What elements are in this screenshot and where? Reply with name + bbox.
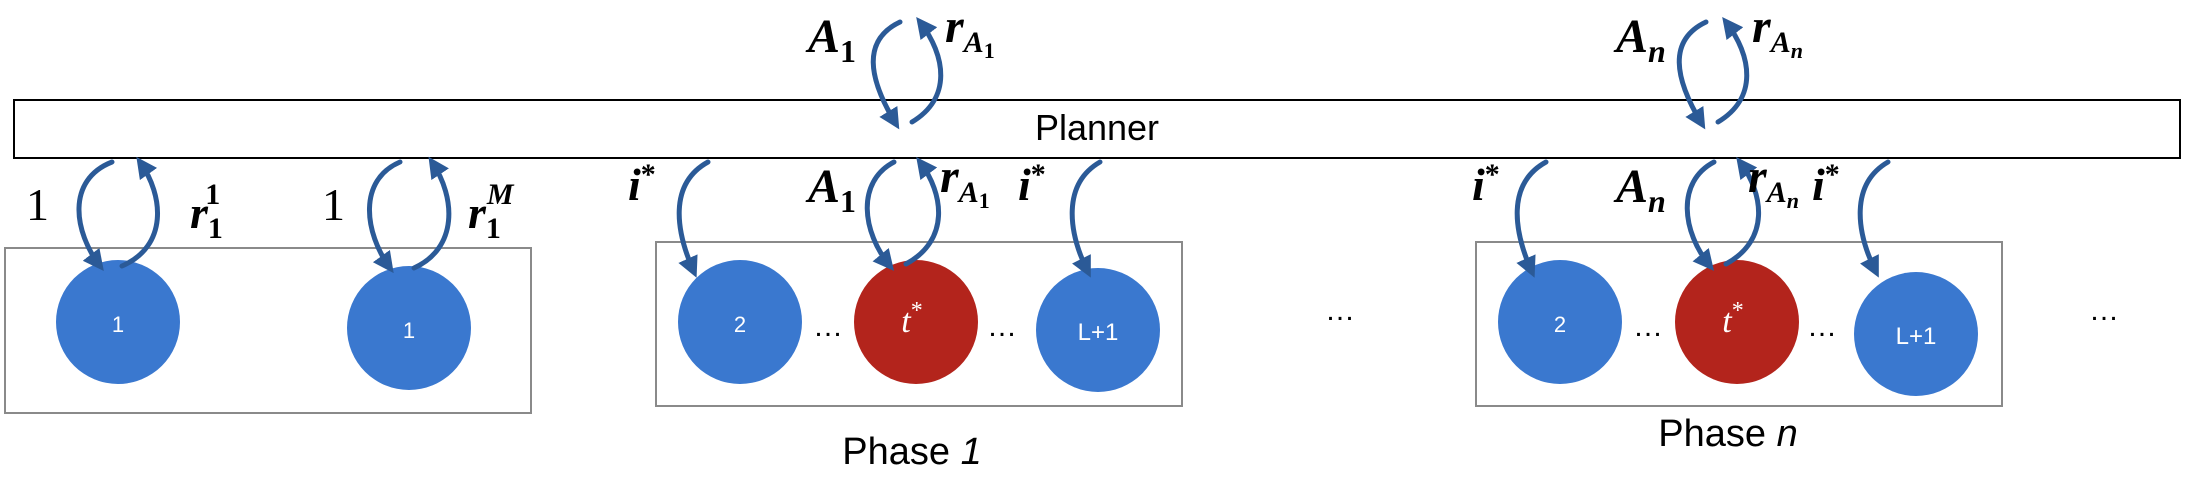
phasen-r-label: rAn (1748, 150, 1799, 213)
arrow-group0-left-out (119, 156, 160, 269)
arrow-planner-to-ran (1715, 16, 1750, 125)
arrow-phasen-right-in (1857, 159, 1891, 278)
svg-text:An: An (1613, 10, 1666, 69)
planner-label: Planner (1035, 107, 1159, 148)
planner-box (13, 99, 2181, 159)
group0-node-left-label: 1 (112, 312, 124, 337)
top-label-a1: A1 rA1 (805, 0, 995, 69)
arrow-group0-right-in (367, 159, 403, 274)
phase1-ellipsis-left: … (813, 310, 843, 343)
svg-text:rA1: rA1 (945, 0, 995, 63)
svg-text:rAn: rAn (1752, 0, 1803, 63)
arrow-phasen-an-in (1684, 159, 1717, 271)
phase1-node-t-star (854, 260, 978, 384)
trailing-ellipsis: … (2089, 294, 2119, 327)
phasen-ellipsis-left: … (1633, 310, 1663, 343)
phase1-box (655, 241, 1183, 407)
phase1-caption: Phase 1 (842, 431, 981, 473)
phase1-r-label: rA1 (940, 150, 990, 213)
phasen-node-l-plus-1 (1854, 272, 1978, 396)
group0-left-input-label: 1 (26, 179, 49, 230)
phase1-node-l-plus-1 (1036, 268, 1160, 392)
group0-left-output-label: r11 (190, 178, 222, 245)
phasen-input-left-label: i* (1472, 158, 1500, 210)
phase1-node-l-plus-1-label: L+1 (1078, 319, 1119, 346)
phase1-ellipsis-right: … (987, 310, 1017, 343)
arrow-a1-to-planner (870, 19, 903, 130)
group0-right-input-label: 1 (322, 179, 345, 230)
phase1-node-t-star-label: t* (901, 298, 922, 340)
arrow-phasen-ran-out (1723, 156, 1761, 267)
arrow-group0-left-in (76, 159, 115, 272)
phasen-node-t-star (1675, 260, 1799, 384)
group0-right-output-label: r1M (468, 178, 515, 245)
arrow-phase1-ra1-out (903, 156, 941, 267)
phasen-box (1475, 241, 2003, 407)
arrow-phasen-left-in (1514, 159, 1549, 278)
phase1-input-right-label: i* (1018, 158, 1046, 210)
top-label-an: An rAn (1613, 0, 1803, 69)
phase1-input-left-label: i* (628, 158, 656, 210)
phasen-node-l-plus-1-label: L+1 (1896, 323, 1937, 350)
arrow-group0-right-out (411, 156, 452, 271)
between-ellipsis: … (1325, 294, 1355, 327)
phasen-node-t-star-label: t* (1722, 298, 1743, 340)
group0-node-right-label: 1 (403, 318, 415, 343)
group0-box (4, 247, 532, 414)
phasen-input-right-label: i* (1812, 158, 1840, 210)
arrow-phase1-a1-in (864, 159, 897, 271)
group0-node-left (56, 260, 180, 384)
phase1-node-2-label: 2 (734, 312, 746, 337)
phasen-a-label: An (1613, 160, 1666, 219)
phasen-caption: Phase n (1658, 413, 1797, 455)
group0-node-right (347, 266, 471, 390)
arrow-planner-to-ra1 (909, 16, 944, 125)
phasen-node-2-label: 2 (1554, 312, 1566, 337)
phase1-node-2 (678, 260, 802, 384)
phase1-a-label: A1 (805, 160, 856, 219)
phasen-ellipsis-right: … (1807, 310, 1837, 343)
arrow-an-to-planner (1676, 19, 1709, 130)
phasen-node-2 (1498, 260, 1622, 384)
arrow-phase1-right-in (1069, 159, 1103, 278)
svg-text:A1: A1 (805, 10, 856, 69)
arrow-phase1-left-in (676, 159, 711, 278)
